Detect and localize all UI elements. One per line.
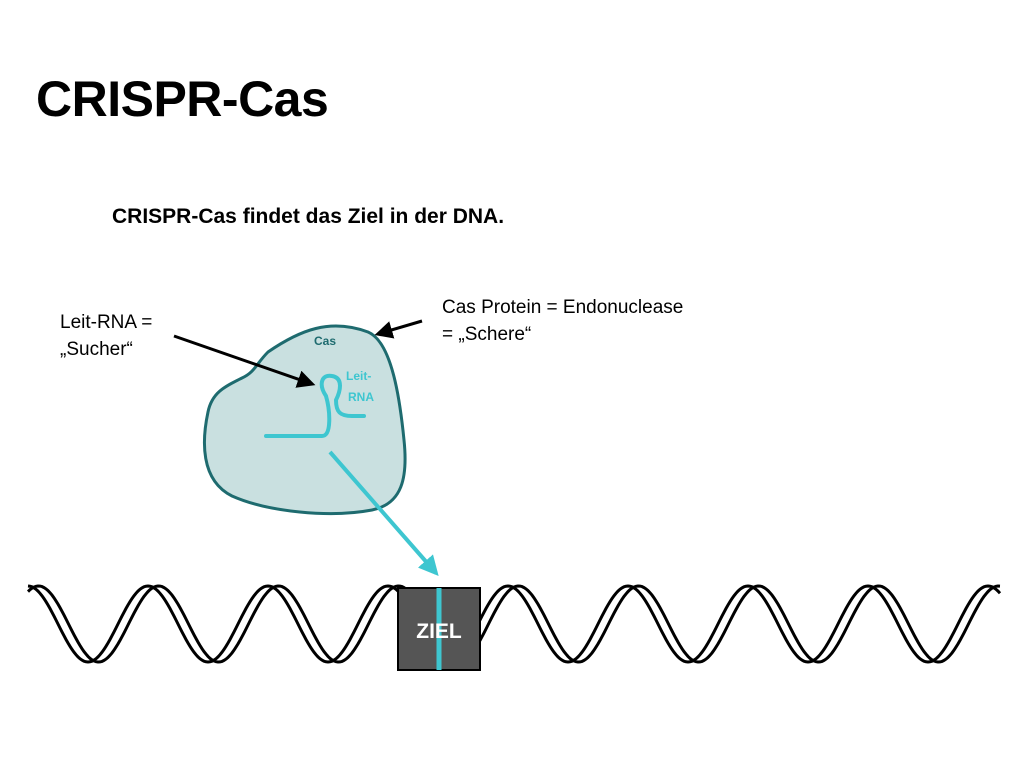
guide-rna-strand <box>264 373 366 438</box>
cas-protein-label: Cas Protein = Endonuclease = „Schere“ <box>442 295 683 348</box>
cas-protein-label-line1: Cas Protein = Endonuclease <box>442 297 684 318</box>
leit-rna-label-line1: Leit- <box>346 369 371 383</box>
slide-title: CRISPR-Cas <box>36 71 329 127</box>
guide-rna-label-line1: Leit-RNA = <box>60 312 153 333</box>
slide-subtitle: CRISPR-Cas findet das Ziel in der DNA. <box>112 205 505 228</box>
cas-to-target-arrow <box>328 450 439 577</box>
cas-protein-shape <box>202 324 407 516</box>
dna-strand-2 <box>26 584 1001 664</box>
guide-rna-pointer-arrow <box>173 334 316 388</box>
leit-rna-label-line2: RNA <box>348 390 374 404</box>
cas-protein-pointer-arrow <box>374 319 423 339</box>
guide-rna-label-line2: „Sucher“ <box>60 338 133 360</box>
guide-rna-label: Leit-RNA = „Sucher“ <box>60 310 152 363</box>
target-label: ZIEL <box>416 620 462 643</box>
cas-label: Cas <box>314 334 336 348</box>
cas-protein-label-line2: = „Schere“ <box>442 323 532 345</box>
